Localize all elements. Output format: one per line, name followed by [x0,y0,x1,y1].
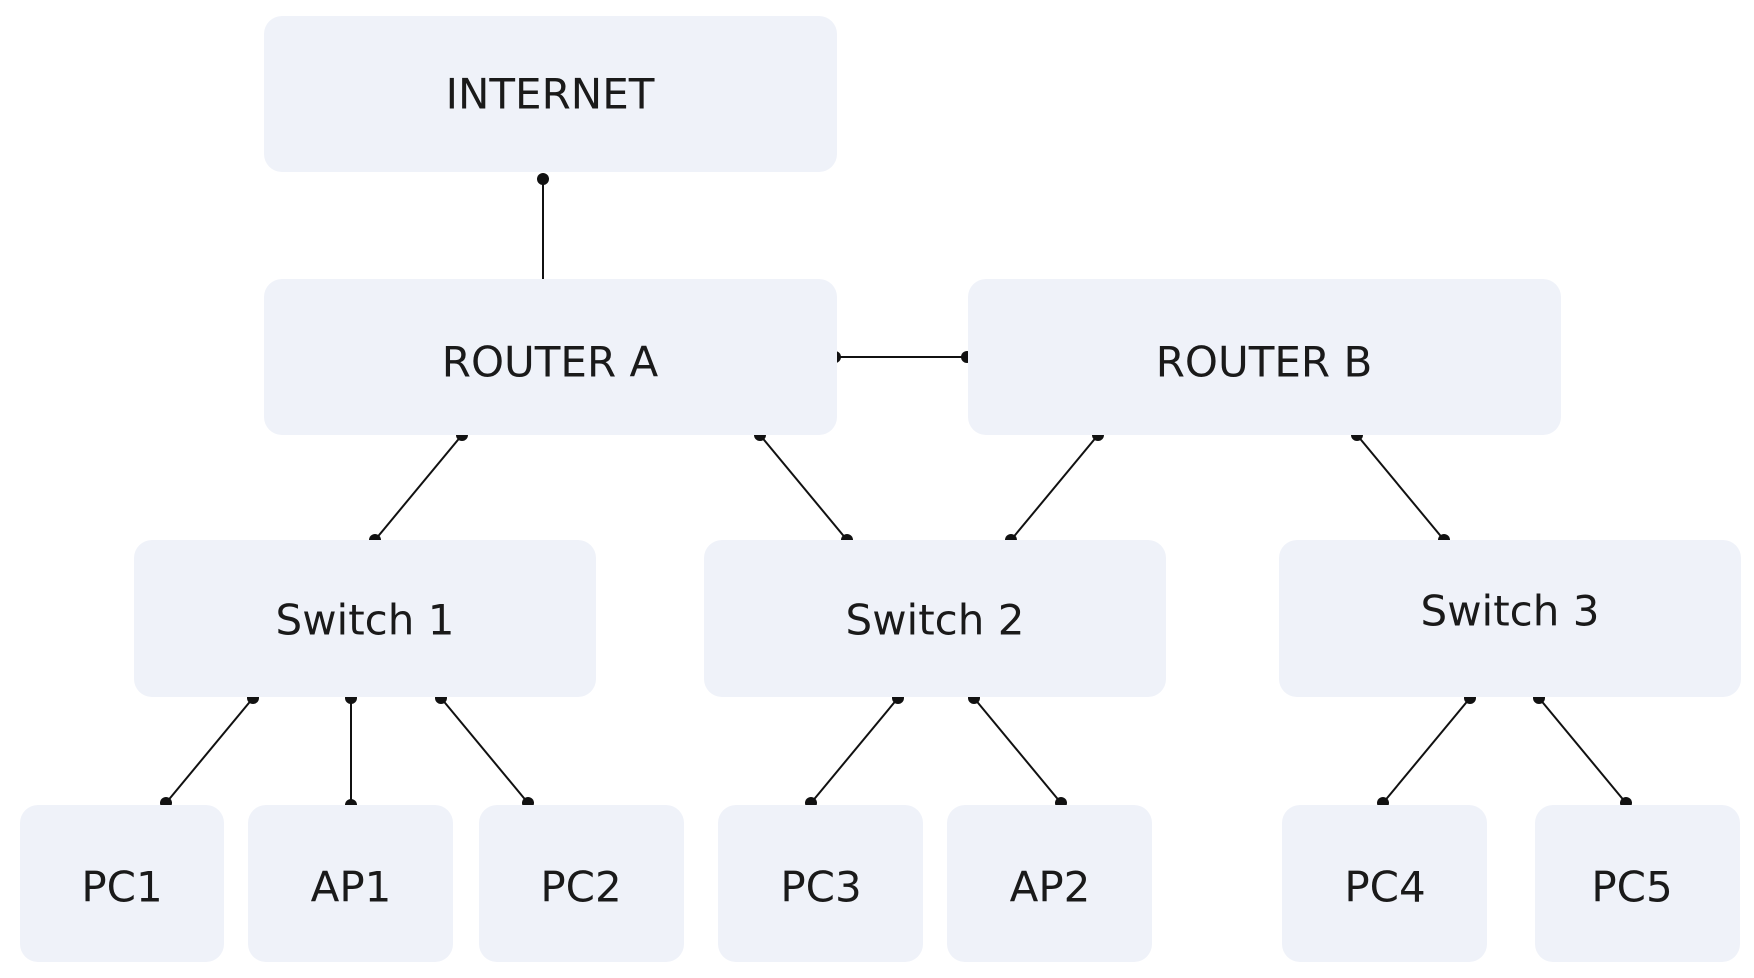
node-box [1282,805,1487,962]
node-label: AP2 [1010,863,1091,912]
node-label: PC2 [540,863,621,912]
node-pc4: PC4 [1282,805,1487,962]
node-pc1: PC1 [20,805,224,962]
node-label: PC1 [81,863,162,912]
node-label: Switch 1 [276,596,455,645]
link-router-a-switch-1 [374,434,463,541]
link-switch-2-pc3 [810,697,899,804]
link-switch-1-pc2 [440,697,529,804]
node-label: AP1 [311,863,392,912]
node-box [20,805,224,962]
link-switch-2-ap2 [973,697,1062,804]
node-pc5: PC5 [1535,805,1740,962]
node-label: ROUTER B [1156,338,1373,387]
node-label: INTERNET [446,70,655,119]
node-box [134,540,596,697]
link-switch-1-pc1 [165,697,254,804]
node-router-b: ROUTER B [968,279,1561,435]
node-router-a: ROUTER A [264,279,837,435]
connection-dots [160,173,1632,811]
link-switch-3-pc5 [1538,697,1627,804]
node-box [264,279,837,435]
node-label: PC4 [1344,863,1425,912]
link-router-b-switch-2 [1010,434,1099,541]
node-label: PC5 [1591,863,1672,912]
connector-dot [537,173,549,185]
node-ap2: AP2 [947,805,1152,962]
node-pc3: PC3 [718,805,923,962]
node-box [947,805,1152,962]
node-box [1535,805,1740,962]
node-internet: INTERNET [264,16,837,172]
node-switch-2: Switch 2 [704,540,1166,697]
node-box [1279,540,1741,697]
node-ap1: AP1 [248,805,453,962]
node-switch-1: Switch 1 [134,540,596,697]
node-box [479,805,684,962]
node-box [718,805,923,962]
node-box [968,279,1561,435]
node-pc2: PC2 [479,805,684,962]
node-label: Switch 3 [1421,587,1600,636]
node-switch-3: Switch 3 [1279,540,1741,697]
node-box [248,805,453,962]
connections [165,179,1627,805]
node-label: ROUTER A [442,338,659,387]
link-switch-3-pc4 [1382,697,1471,804]
node-label: PC3 [780,863,861,912]
node-label: Switch 2 [846,596,1025,645]
link-router-b-switch-3 [1356,434,1445,541]
node-box [264,16,837,172]
node-box [704,540,1166,697]
link-router-a-switch-2 [759,434,848,541]
